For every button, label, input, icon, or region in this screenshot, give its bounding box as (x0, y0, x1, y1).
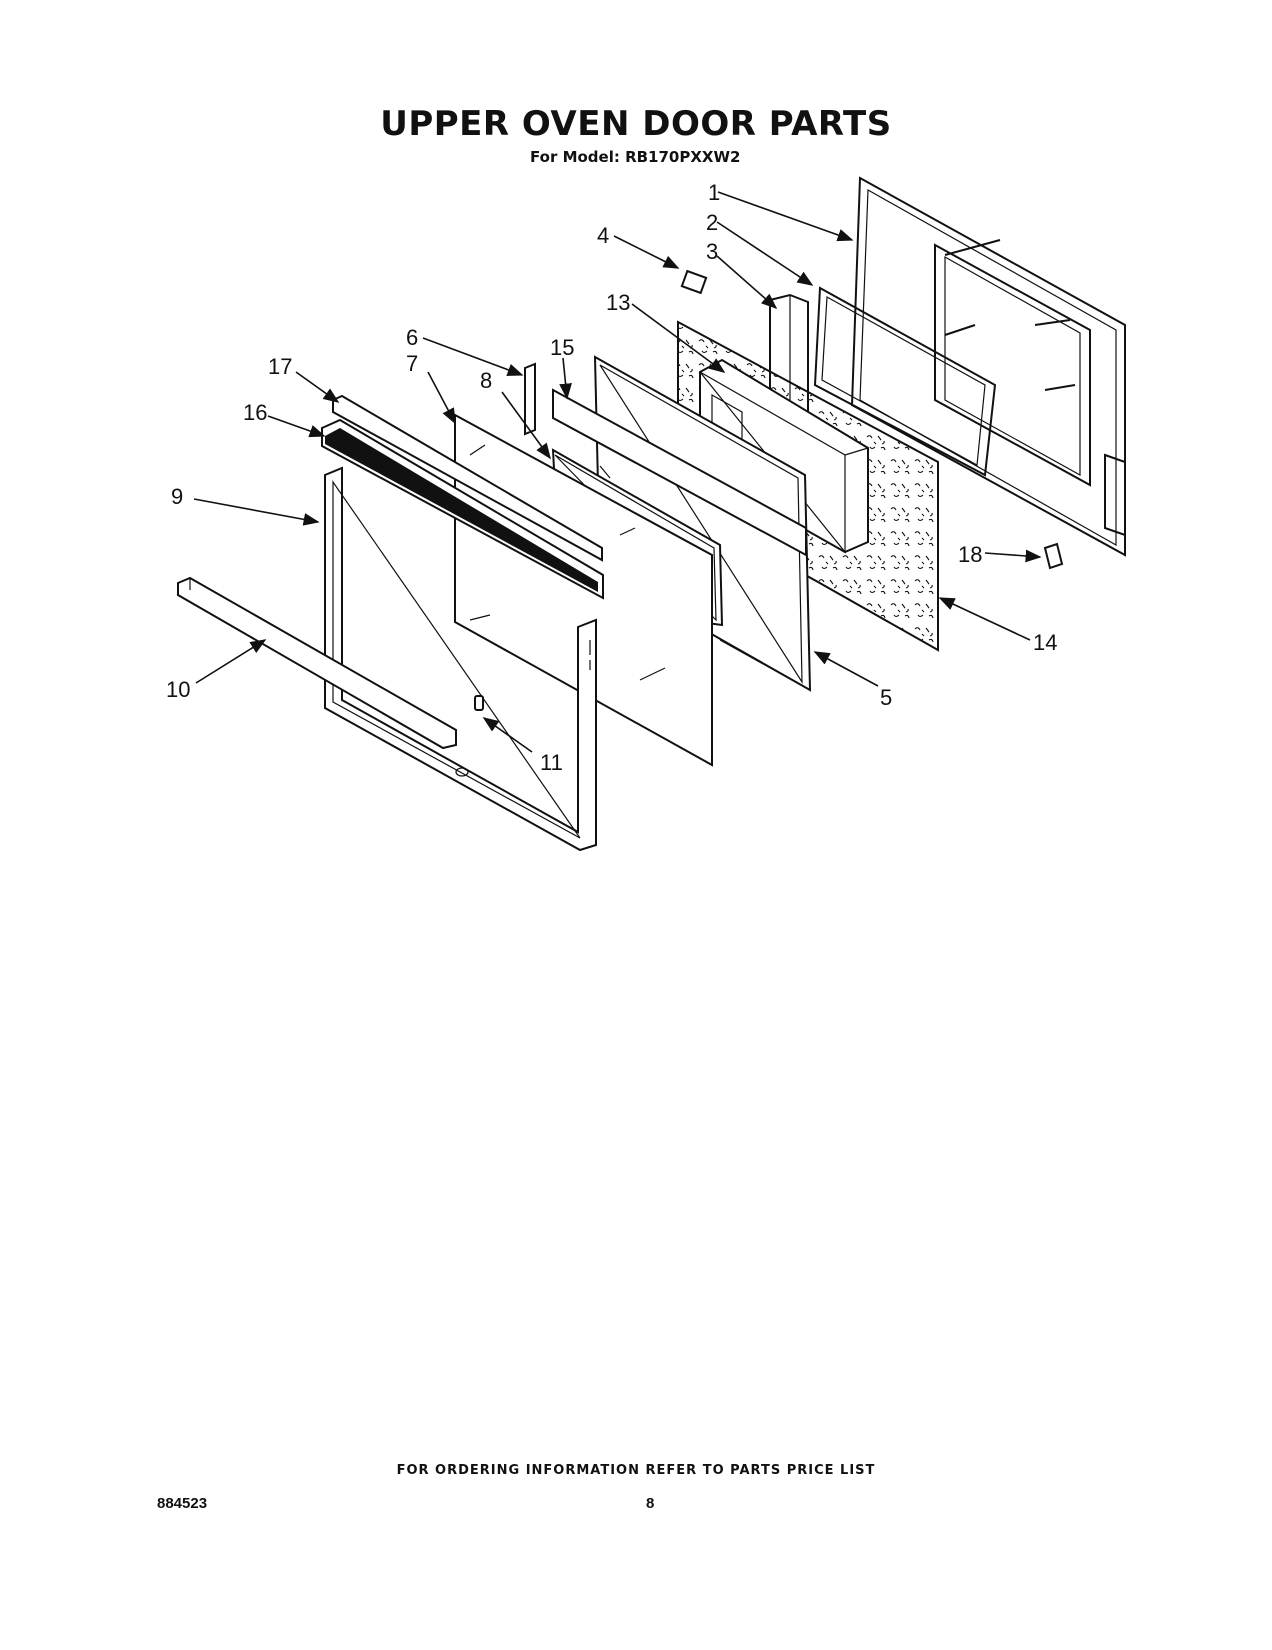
ordering-note: FOR ORDERING INFORMATION REFER TO PARTS … (396, 1463, 876, 1478)
callout-1: 1 (708, 180, 720, 205)
page-number: 8 (646, 1495, 655, 1512)
top-trim-part (332, 394, 603, 562)
callout-8: 8 (480, 368, 492, 393)
model-subtitle: For Model: RB170PXXW2 (530, 148, 741, 166)
outer-door-frame-part (324, 466, 597, 852)
callout-13: 13 (606, 290, 630, 315)
door-handle-part (177, 576, 457, 750)
callout-7: 7 (406, 351, 418, 376)
door-gasket-part (813, 286, 997, 477)
side-clip-part (1043, 542, 1064, 570)
inner-door-panel-part (850, 176, 1126, 557)
callout-4: 4 (597, 223, 609, 248)
callout-11: 11 (540, 750, 563, 775)
page-title: UPPER OVEN DOOR PARTS (380, 104, 892, 144)
document-number: 884523 (157, 1495, 208, 1512)
hinge-bracket-part (524, 362, 536, 436)
screw-part (474, 695, 484, 711)
callout-2: 2 (706, 210, 718, 235)
callout-5: 5 (880, 685, 892, 710)
callout-6: 6 (406, 325, 418, 350)
callout-9: 9 (171, 484, 183, 509)
clip-part (680, 269, 708, 295)
callout-16: 16 (243, 400, 267, 425)
callout-3: 3 (706, 239, 718, 264)
trim-strip-part (552, 388, 807, 557)
callout-18: 18 (958, 542, 982, 567)
callout-15: 15 (550, 335, 574, 360)
callout-10: 10 (166, 677, 190, 702)
vent-grille-part (321, 418, 604, 600)
callout-17: 17 (268, 354, 292, 379)
callout-14: 14 (1033, 630, 1057, 655)
